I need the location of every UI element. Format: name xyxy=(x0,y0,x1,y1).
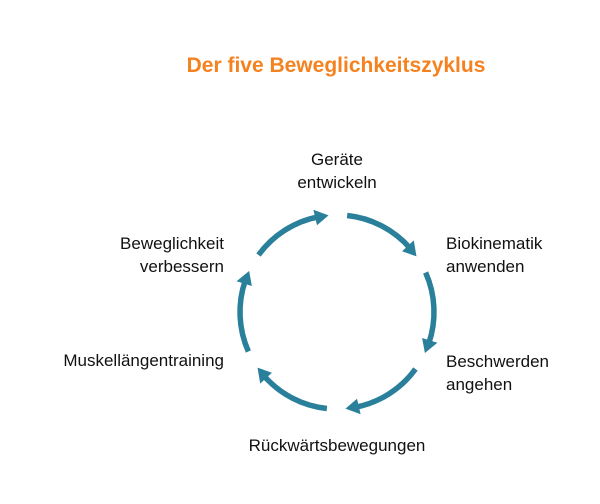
cycle-arrow xyxy=(346,212,413,251)
arrowhead-icon xyxy=(257,367,272,384)
step-label-muskellaengentraining: Muskellängentraining xyxy=(63,351,224,370)
step-label-beweglichkeit-verbessern: Beweglichkeit verbessern xyxy=(120,234,224,276)
step-label-beschwerden-angehen: Beschwerden angehen xyxy=(446,352,550,394)
step-label-geraete-entwickeln: Geräte entwickeln xyxy=(297,150,377,192)
cycle-arrow xyxy=(237,279,251,353)
arrowhead-icon xyxy=(236,271,252,286)
arrowhead-icon xyxy=(313,209,329,226)
diagram-title: Der five Beweglichkeitszyklus xyxy=(186,54,486,77)
arrowhead-icon xyxy=(345,398,361,415)
arrowhead-icon xyxy=(422,338,438,353)
cycle-arrow xyxy=(423,271,437,345)
cycle-arrow xyxy=(256,214,320,257)
step-label-rueckwaertsbewegungen: Rückwärtsbewegungen xyxy=(248,436,426,455)
arrowhead-icon xyxy=(402,240,417,257)
step-label-biokinematik-anwenden: Biokinematik anwenden xyxy=(446,234,543,276)
cycle-arrow xyxy=(354,367,418,410)
cycle-arrow xyxy=(261,373,328,412)
